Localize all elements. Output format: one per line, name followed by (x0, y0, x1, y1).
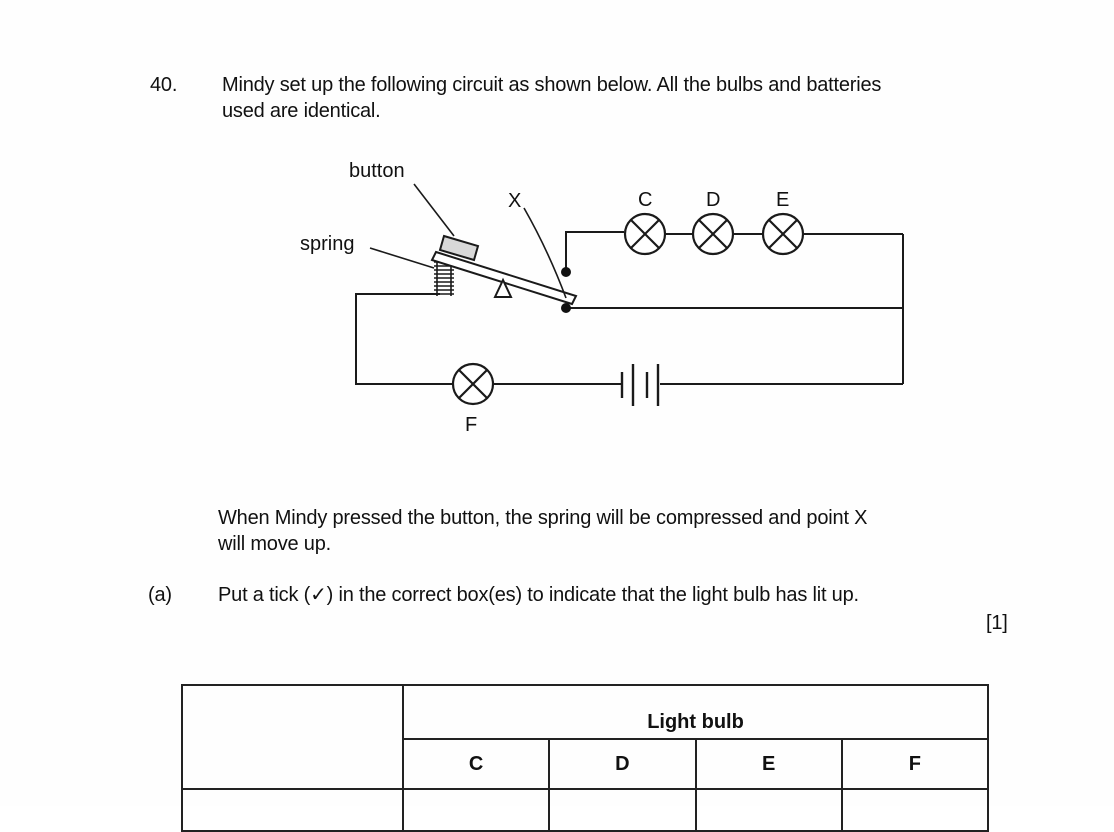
table-blank-header (180, 684, 405, 790)
circuit-diagram: button spring X C D E F (300, 160, 904, 436)
column-header-f: F (840, 738, 990, 790)
column-header-c: C (402, 738, 551, 790)
label-e: E (776, 189, 789, 211)
wire-top-branch (565, 231, 624, 272)
button-pointer (413, 183, 455, 237)
lever-arm (430, 250, 578, 306)
x-pointer (523, 207, 567, 299)
intro-line: Mindy set up the following circuit as sh… (222, 74, 882, 96)
row-label-cell (180, 788, 405, 832)
marks-indicator: [1] (986, 612, 1008, 634)
label-f: F (465, 414, 477, 436)
wire-left (355, 293, 452, 385)
light-bulb-header: Light bulb (402, 684, 989, 740)
lower-contact-point (561, 303, 571, 313)
tick-box-f[interactable] (840, 788, 990, 832)
tick-box-c[interactable] (402, 788, 551, 832)
description-line: When Mindy pressed the button, the sprin… (218, 507, 868, 529)
question-number: 40. (150, 74, 178, 96)
worksheet-page: 40. Mindy set up the following circuit a… (148, 72, 1008, 832)
bulb-d-icon (691, 212, 735, 256)
bulb-e-icon (761, 212, 805, 256)
description-line: will move up. (218, 533, 331, 555)
table-row (180, 788, 990, 832)
question-intro: Mindy set up the following circuit as sh… (222, 72, 881, 124)
label-button: button (349, 160, 405, 182)
label-c: C (638, 189, 652, 211)
bulb-f-icon (451, 362, 495, 406)
intro-line: used are identical. (222, 100, 381, 122)
spring-pointer (369, 247, 435, 269)
column-header-e: E (694, 738, 843, 790)
upper-contact-point (561, 267, 571, 277)
bulb-c-icon (623, 212, 667, 256)
tick-box-d[interactable] (548, 788, 697, 832)
part-a-instruction: Put a tick (✓) in the correct box(es) to… (218, 584, 859, 606)
answer-table: Light bulb C D E F (180, 684, 990, 832)
column-header-d: D (548, 738, 697, 790)
part-a-label: (a) (148, 584, 172, 606)
tick-box-e[interactable] (694, 788, 843, 832)
label-x: X (508, 190, 521, 212)
push-button-icon (438, 234, 480, 262)
pivot-icon (493, 277, 513, 298)
question-description: When Mindy pressed the button, the sprin… (218, 505, 868, 557)
label-d: D (706, 189, 720, 211)
battery-icon (620, 364, 660, 406)
label-spring: spring (300, 233, 354, 255)
